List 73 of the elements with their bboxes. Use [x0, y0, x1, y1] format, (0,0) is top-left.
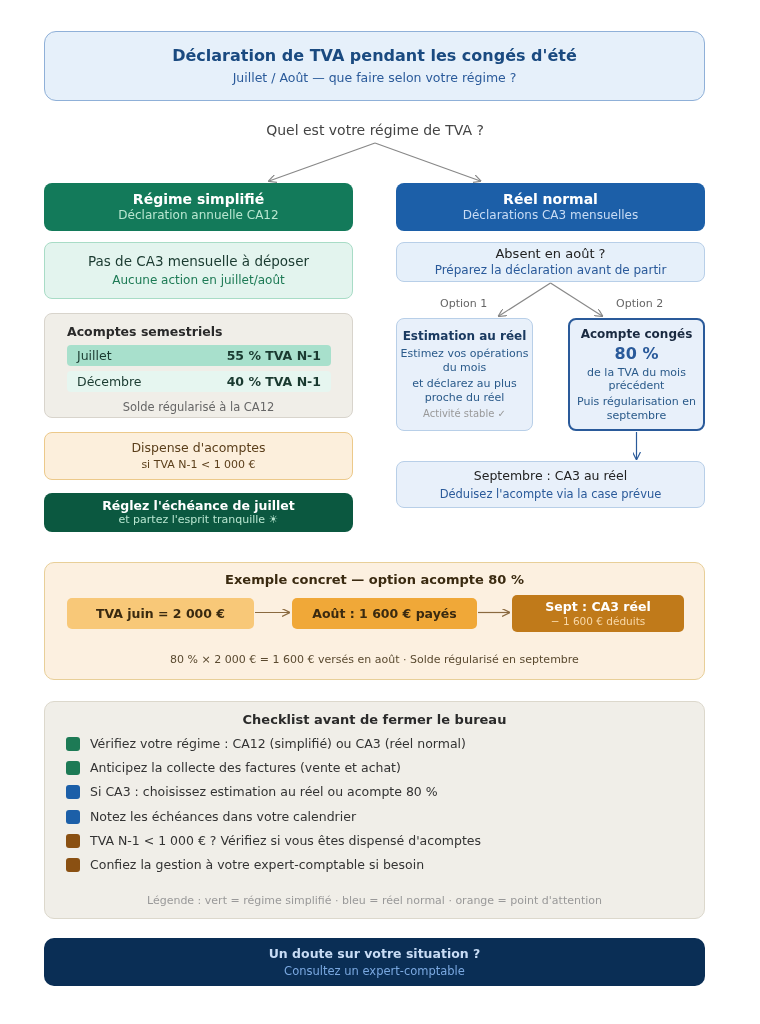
- action-card: [44, 493, 353, 532]
- percentage-value: 80 %: [614, 343, 659, 364]
- checklist-item: Si CA3 : choisissez estimation au réel ou acompte 80 %: [90, 784, 438, 799]
- example-panel: [44, 562, 705, 680]
- arrow: [497, 282, 552, 318]
- checklist-item: Confiez la gestion à votre expert-comptable si besoin: [90, 857, 425, 872]
- arrow: [374, 142, 482, 183]
- title-text: Déclaration de TVA pendant les congés d'été: [172, 46, 577, 67]
- formula-text: 80 % × 2 000 € = 1 600 € versés en août · Solde régularisé en septembre: [169, 653, 580, 667]
- panel-note: Solde régularisé à la CA12: [121, 400, 276, 415]
- question-card: [396, 242, 705, 282]
- header-box: [44, 31, 705, 101]
- step-text: Août : 1 600 € payés: [312, 605, 457, 622]
- card-text: de la TVA du mois précédent: [586, 365, 687, 393]
- checklist-panel: [44, 701, 705, 919]
- card-title: Réglez l'échéance de juillet: [102, 497, 295, 514]
- step-box: [512, 595, 684, 632]
- table-row: [67, 345, 331, 366]
- card-subtitle: Déclarations CA3 mensuelles: [462, 208, 639, 224]
- card-subtitle: et partez l'esprit tranquille ☀: [118, 513, 279, 528]
- banner-text: Consultez un expert-comptable: [284, 964, 465, 979]
- card-subtitle: Aucune action en juillet/août: [112, 272, 285, 288]
- arrow: [477, 607, 511, 618]
- panel-title: Exemple concret — option acompte 80 %: [224, 572, 525, 589]
- checklist-item: Anticipez la collecte des factures (vente et achat): [90, 760, 401, 775]
- card-subtitle: Déduisez l'acompte via la case prévue: [439, 486, 662, 501]
- step-note: − 1 600 € déduits: [550, 614, 646, 628]
- regime-card: [396, 183, 705, 231]
- footer-banner: [44, 938, 705, 986]
- arrow: [549, 282, 604, 318]
- card-text: et déclarez au plus proche du réel: [411, 377, 518, 405]
- card-note: Activité stable ✓: [423, 407, 506, 421]
- arrow: [254, 607, 291, 618]
- card-title: Régime simplifié: [132, 190, 265, 209]
- arrow: [631, 431, 642, 461]
- row-label: Décembre: [77, 373, 142, 390]
- banner-title: Un doute sur votre situation ?: [268, 945, 481, 962]
- checklist-item: Notez les échéances dans votre calendrier: [90, 809, 357, 824]
- card-subtitle: Préparez la déclaration avant de partir: [434, 262, 667, 278]
- option-card: [396, 318, 533, 431]
- edge-label: Option 2: [614, 297, 666, 310]
- step-box: [67, 598, 254, 629]
- step-box: [292, 598, 477, 629]
- card-title: Absent en août ?: [495, 246, 606, 263]
- option-card: [568, 318, 705, 431]
- card-title: Réel normal: [503, 190, 598, 209]
- step-text: TVA juin = 2 000 €: [95, 605, 226, 622]
- card-subtitle: Déclaration annuelle CA12: [118, 208, 279, 224]
- arrow: [267, 142, 376, 183]
- step-text: Sept : CA3 réel: [545, 599, 651, 615]
- legend-note: Légende : vert = régime simplifié · bleu = réel normal · orange = point d'attention: [145, 894, 604, 907]
- edge-label: Option 1: [438, 297, 490, 310]
- card-title: Acompte congés: [580, 326, 693, 342]
- card-text: Puis régularisation en septembre: [576, 395, 697, 423]
- card-title: Estimation au réel: [402, 328, 527, 344]
- info-panel: [44, 313, 353, 418]
- checklist-item: Vérifiez votre régime : CA12 (simplifié) ou CA3 (réel normal): [90, 736, 466, 751]
- panel-title: Checklist avant de fermer le bureau: [242, 712, 507, 729]
- regime-card: [44, 183, 353, 231]
- card-title: Septembre : CA3 au réel: [473, 468, 628, 484]
- info-card: [44, 242, 353, 299]
- row-value: 40 % TVA N-1: [226, 373, 321, 390]
- subtitle-text: Juillet / Août — que faire selon votre régime ?: [232, 70, 517, 86]
- panel-title: Acomptes semestriels: [67, 324, 224, 340]
- card-subtitle: si TVA N-1 < 1 000 €: [141, 458, 256, 473]
- result-card: [396, 461, 705, 508]
- card-title: Pas de CA3 mensuelle à déposer: [88, 253, 309, 270]
- card-title: Dispense d'acomptes: [131, 439, 266, 456]
- row-label: Juillet: [77, 347, 112, 364]
- row-value: 55 % TVA N-1: [226, 347, 321, 364]
- checklist-item: TVA N-1 < 1 000 € ? Vérifiez si vous êtes dispensé d'acomptes: [90, 833, 481, 848]
- warning-card: [44, 432, 353, 480]
- question-text: Quel est votre régime de TVA ?: [255, 118, 495, 142]
